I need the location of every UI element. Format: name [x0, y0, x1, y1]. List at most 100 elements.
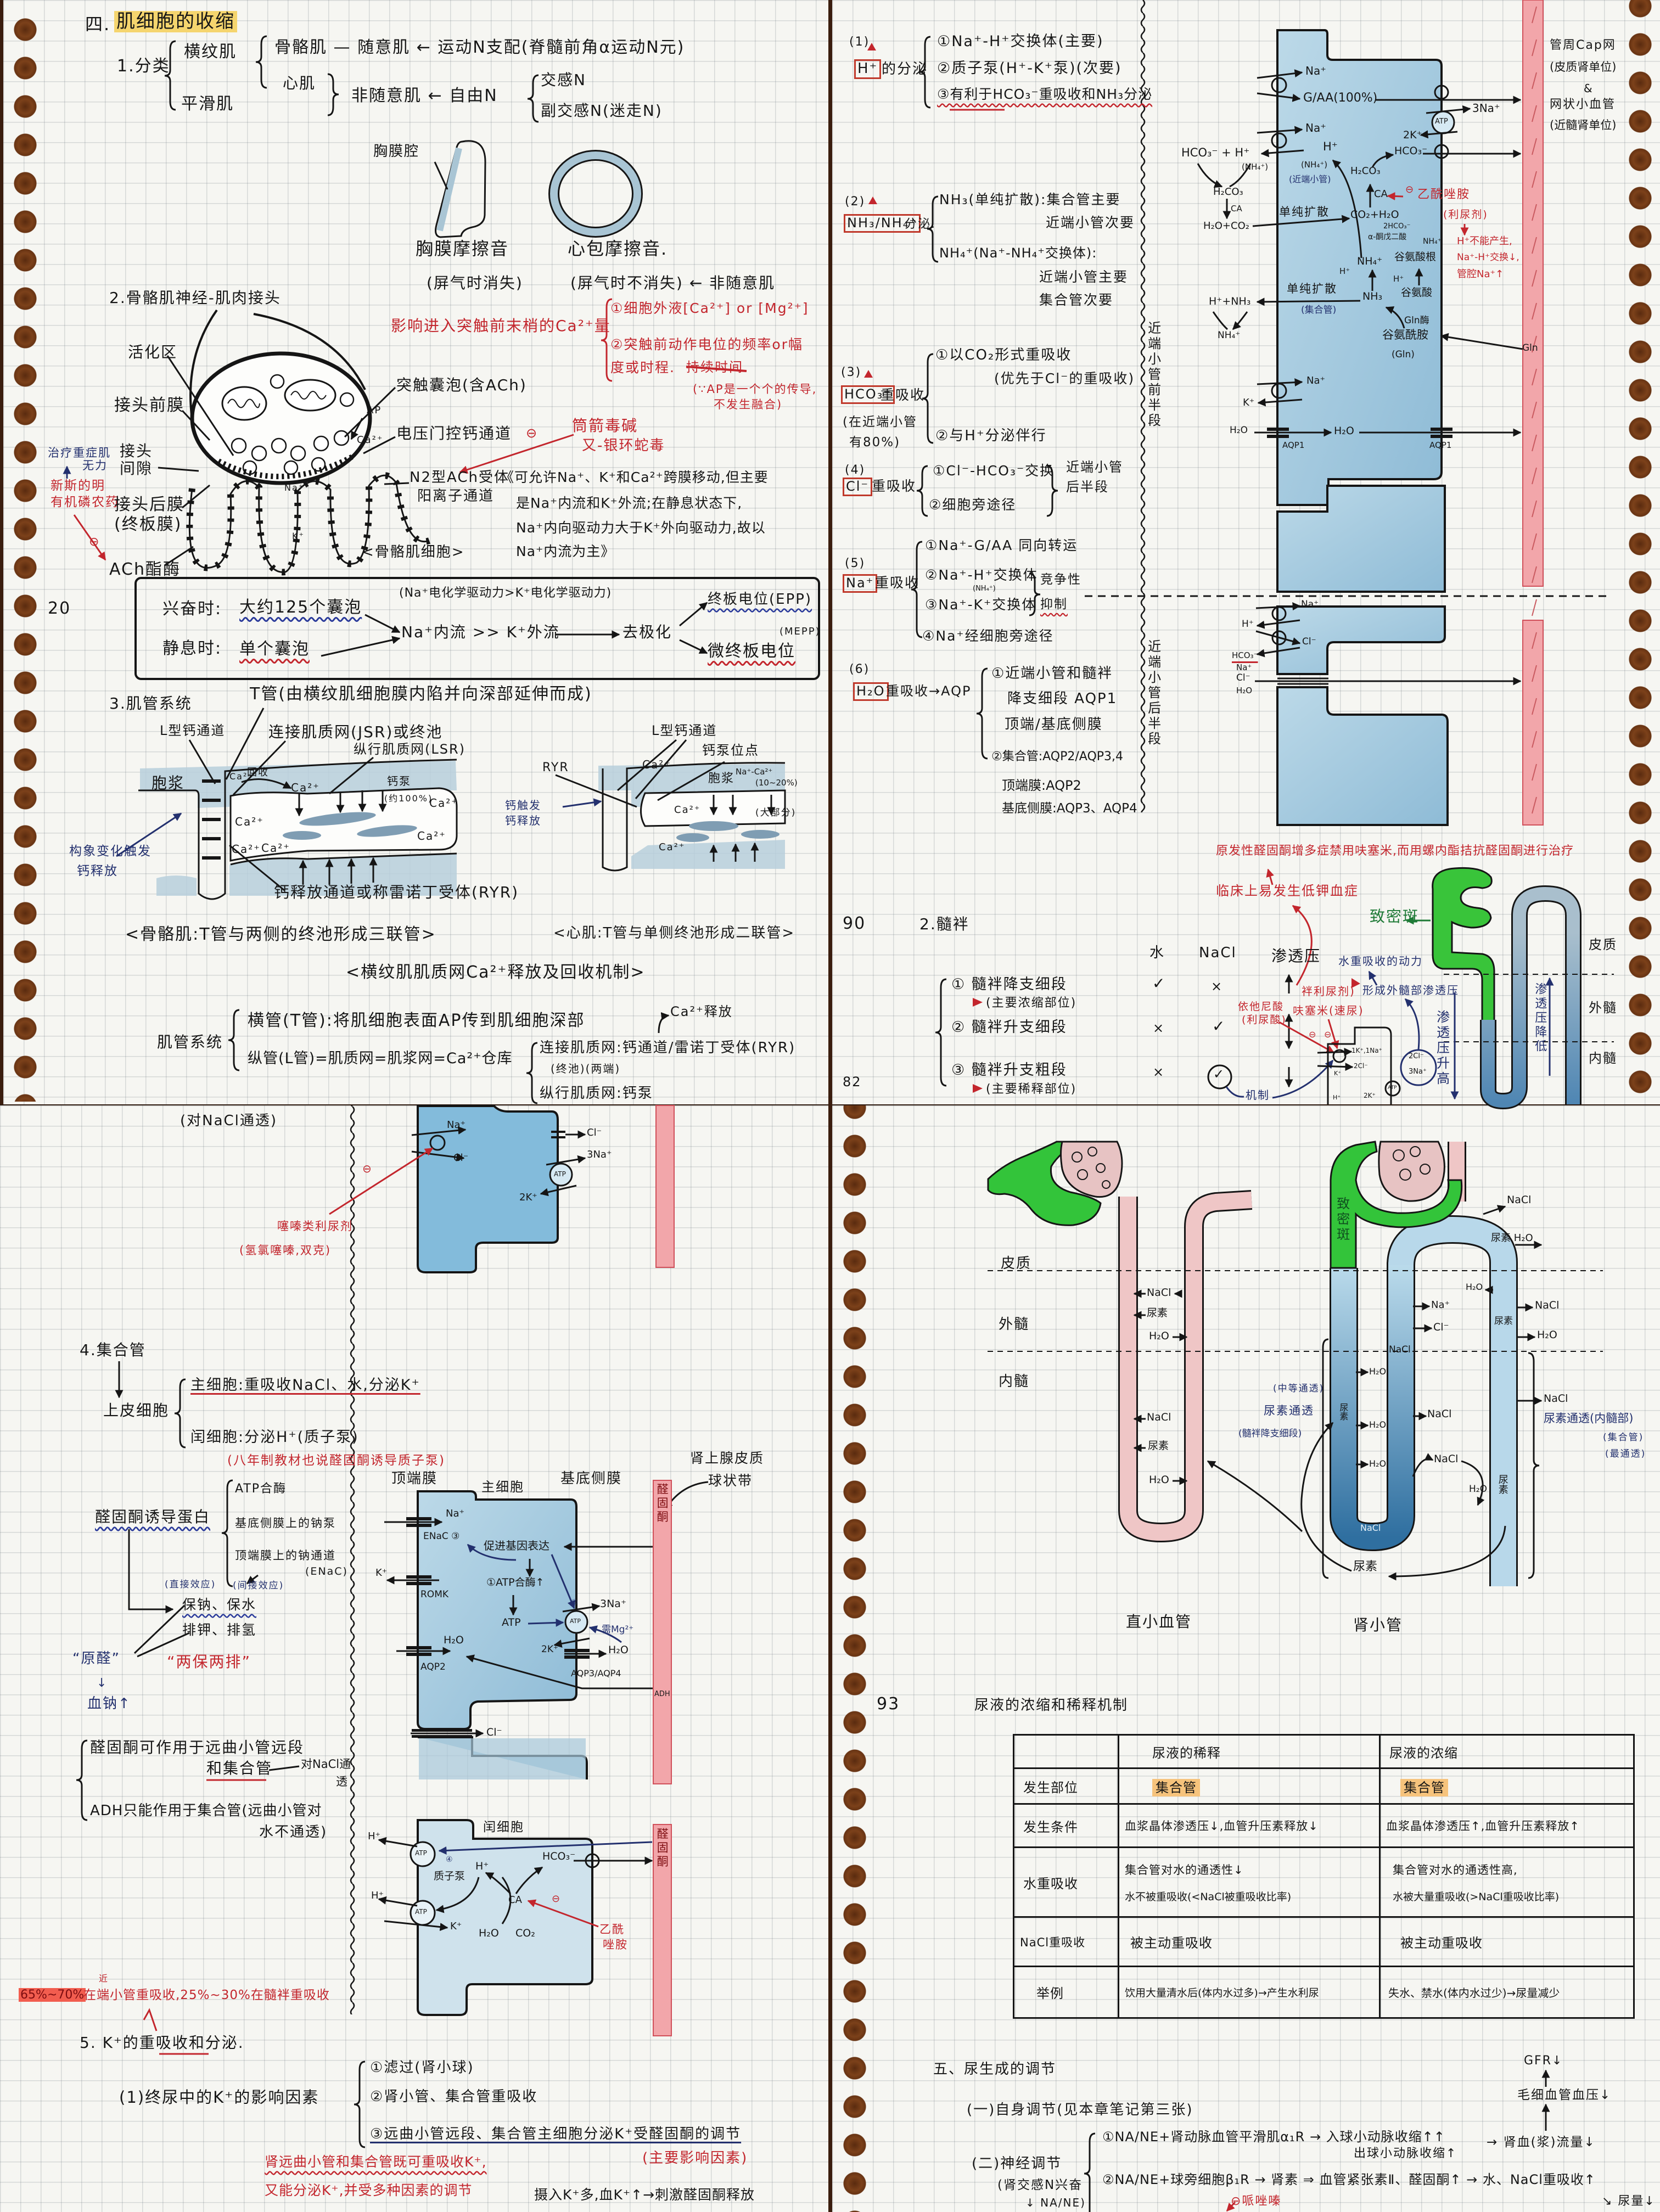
h-secretion-item: ②质子泵(H⁺-K⁺泵)(次要) [937, 60, 1122, 77]
ion-label: 3Na⁺ [600, 1598, 626, 1610]
vessel-label: (近髓肾单位) [1550, 119, 1617, 132]
renal-blood-flow: → 肾血(浆)流量↓ [1487, 2135, 1596, 2149]
ache-inhibition-arrow [73, 514, 106, 561]
driving-force: (Na⁺电化学驱动力>K⁺电化学驱动力) [399, 586, 612, 600]
cleft-label-2: 间隙 [120, 459, 153, 478]
competition-label-2: 抑制 [1040, 597, 1068, 611]
arrow [1371, 151, 1394, 168]
capillary-loop [1393, 1149, 1405, 1161]
pointer-receptor [384, 482, 410, 485]
arrow [1332, 159, 1362, 259]
pericardial-rub-note: (屏气时不消失) ← 非随意肌 [570, 274, 776, 292]
water-label: H₂O [608, 1644, 629, 1656]
water-item-1: ①近端小管和髓袢 [991, 665, 1113, 682]
na-item: ②Na⁺-H⁺交换体 [925, 567, 1038, 583]
pointer-jsr [232, 740, 287, 796]
cell-label: 2HCO₃⁻ [1383, 222, 1411, 231]
arrow [1260, 149, 1304, 158]
na-item: ①Na⁺-G/AA 同向转运 [925, 537, 1078, 553]
urea-recycling-arrow [1388, 1525, 1506, 1581]
channel [202, 799, 221, 802]
loop-segment-note: (主要稀释部位) [986, 1082, 1077, 1096]
arrow [411, 1150, 465, 1161]
sr-cisterna [283, 831, 321, 840]
vesicle [311, 457, 326, 472]
urea-permeability-level: (最通透) [1605, 1449, 1646, 1459]
page-number: 90 [843, 914, 866, 933]
lumen-label: CA [1231, 204, 1242, 214]
retain-effect: 保钠、保水 [182, 1597, 257, 1613]
lumen-label: H⁺+NH₃ [1209, 295, 1251, 307]
capillary-loop [1096, 1163, 1106, 1173]
ncx-share: (10~20%) [755, 778, 798, 788]
na-k-atpase [564, 1610, 588, 1634]
membrane-line [230, 852, 457, 866]
proton-pump-label: 质子泵 [434, 1870, 466, 1882]
endplate-box [134, 577, 820, 680]
arrow [1256, 647, 1300, 658]
column-header-dilution: 尿液的稀释 [1118, 1734, 1381, 1769]
hypokalemia-note: 临床上易发生低钾血症 [1216, 883, 1359, 899]
diffusion-arrow [1256, 297, 1361, 306]
ion-label: G/AA(100%) [1303, 91, 1378, 105]
longitudinal-sr: 纵行肌质网:钙泵 [540, 1085, 653, 1102]
junctional-sr: 连接肌质网:钙通道/雷诺丁受体(RYR) [540, 1040, 796, 1056]
adrenal-label: 肾上腺皮质 [690, 1450, 765, 1466]
cl-label: 重吸收 [872, 478, 917, 494]
arrow [1420, 130, 1458, 139]
arrow [1257, 398, 1303, 407]
gene-expression: 促进基因表达 [484, 1539, 549, 1552]
capillary-loop [1420, 1164, 1431, 1175]
tubule-label: 肾小管 [1353, 1616, 1403, 1634]
aqp2 [406, 1653, 431, 1656]
ion-label: H⁺ [368, 1831, 381, 1842]
hco3-box: HCO₃⁻ [841, 385, 895, 404]
cl-box: Cl⁻ [843, 478, 873, 496]
vessel-label: & [1584, 82, 1594, 95]
segment-label-late: 近端小管后半段 [1145, 639, 1161, 747]
urea-recycling-arrow [1207, 1460, 1303, 1532]
mitochondrion [284, 379, 337, 412]
cell-label: H₂CO₃ [1350, 165, 1381, 177]
capillary-loop [1072, 1152, 1083, 1163]
pointer-ryr [555, 774, 637, 808]
mepp-abbr: (MEPP) [779, 626, 821, 637]
table-row: 发生条件 血浆晶体渗透压↓,血管升压素释放↓ 血浆晶体渗透压↑,血管升压素释放↑ [1013, 1803, 1635, 1848]
reabsorption-sites: 在端小管重吸收,25%~30%在髓袢重吸收 [83, 1988, 330, 2002]
na-ion-label: Na⁺ [284, 482, 305, 493]
intercalated-arrows [378, 1837, 653, 1932]
concentration-cell: 集合管对水的通透性高, 水被大量重吸收(>NaCl重吸收比率) [1379, 1846, 1635, 1918]
nkcc2-transporter [1332, 1049, 1347, 1063]
ca-label: Ca²⁺ [261, 841, 290, 855]
ion-label: H⁺ [371, 1890, 384, 1901]
table-corner-cell [1013, 1734, 1119, 1769]
na-item: ④Na⁺经细胞旁途径 [922, 628, 1054, 644]
cicr-label-2: 钙释放 [505, 814, 541, 827]
pointer-vgcc [363, 436, 396, 454]
ion-label: Na⁺ [1306, 375, 1325, 386]
cl-hco3-exchanger [1271, 630, 1287, 645]
brace [927, 195, 939, 263]
ion-flux: Na⁺内流 >> K⁺外流 [401, 623, 560, 641]
hco3-item-1: ①以CO₂形式重吸收 [935, 347, 1072, 363]
conformation-note: 构象变化触发 [69, 844, 152, 858]
arrow [485, 1872, 512, 1895]
ethacrynic-acid-2: (利尿酸) [1242, 1014, 1287, 1026]
channel [202, 779, 221, 783]
adh-note: ADH只能作用于集合管(远曲小管对 [90, 1803, 322, 1819]
capillary-pressure: 毛细血管血压↓ [1517, 2088, 1612, 2102]
cell-label: HCO₃⁻ [1394, 145, 1428, 157]
endplate-membrane-label: (终板膜) [114, 515, 182, 534]
acetazolamide: 乙酰 [599, 1923, 625, 1936]
nh4-exchange: NH₄⁺(Na⁺-NH₄⁺交换体): [939, 245, 1097, 261]
neural-regulation: (二)神经调节 [972, 2155, 1062, 2172]
jsr-label: 连接肌质网(JSR)或终池 [268, 723, 443, 741]
cardiac-l-channel: L型钙通道 [652, 723, 717, 738]
apical-membrane-label: 顶端膜 [391, 1470, 438, 1487]
toxin-label-2: 又-银环蛇毒 [582, 437, 665, 454]
tubule-flux: H₂O [1369, 1366, 1387, 1377]
pump-share: (约100%) [384, 793, 433, 804]
cleft-label: 接头 [120, 442, 153, 460]
dilution-cell: 饮用大量清水后(体内水过多)→产生水利尿 [1118, 1966, 1381, 2019]
